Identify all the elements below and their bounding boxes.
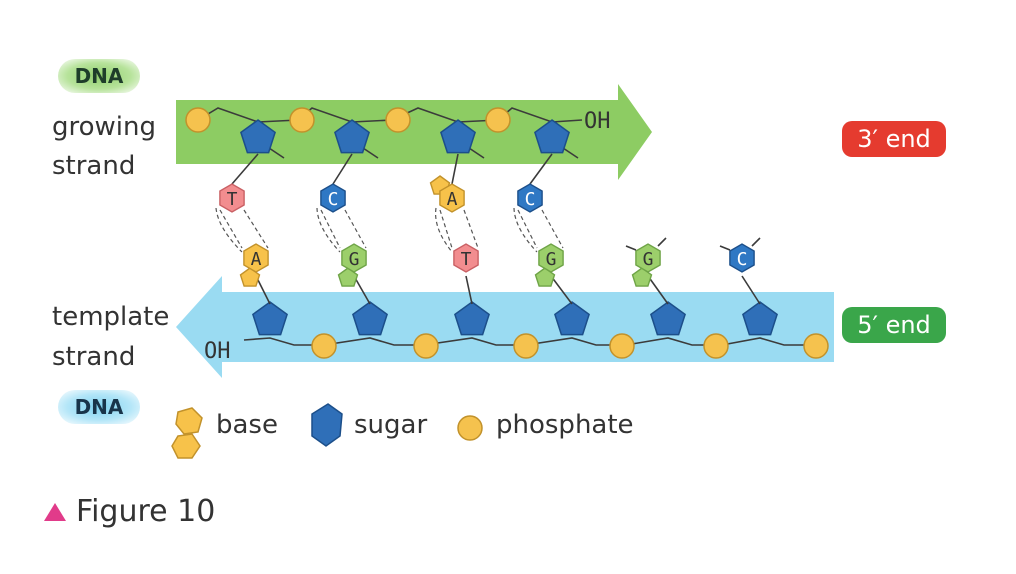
sugar-5 bbox=[252, 301, 288, 336]
hydrogen-bond bbox=[215, 207, 269, 253]
base-bond bbox=[451, 153, 459, 185]
template-base-letter: G bbox=[349, 249, 360, 270]
oh-label-bottom: OH bbox=[204, 339, 231, 364]
base-ring bbox=[631, 267, 653, 287]
template-base-2 bbox=[341, 243, 367, 273]
phosphate-3 bbox=[385, 107, 411, 133]
template-strand-band bbox=[176, 276, 834, 378]
phosphate-10 bbox=[803, 333, 829, 359]
template-base-letter: G bbox=[546, 249, 557, 270]
phosphate-7 bbox=[513, 333, 539, 359]
phosphate-5 bbox=[311, 333, 337, 359]
growing-strand-band bbox=[176, 84, 652, 180]
growing-base-letter: T bbox=[227, 189, 238, 210]
oh-label-top: OH bbox=[584, 109, 611, 134]
three-prime-end-badge: 3′ end bbox=[842, 121, 946, 157]
phosphate-2 bbox=[289, 107, 315, 133]
template-label-line2: strand bbox=[52, 342, 136, 372]
base-ring bbox=[534, 267, 556, 287]
phosphate-8 bbox=[609, 333, 635, 359]
base-pairs: A G T G G C T C A C bbox=[215, 153, 761, 305]
base-ring bbox=[239, 267, 261, 287]
template-base-1 bbox=[243, 243, 269, 273]
hydrogen-bond bbox=[316, 207, 367, 253]
growing-backbone bbox=[185, 107, 583, 159]
template-base-4 bbox=[538, 243, 564, 273]
legend-sugar-label: sugar bbox=[354, 410, 428, 440]
phosphate-4 bbox=[485, 107, 511, 133]
hydrogen-bond bbox=[434, 207, 479, 253]
legend-phosphate-label: phosphate bbox=[496, 410, 634, 440]
growing-base-3 bbox=[439, 183, 465, 213]
phosphate-1 bbox=[185, 107, 211, 133]
growing-base-letter: C bbox=[525, 189, 536, 210]
template-label-line1: template bbox=[52, 302, 170, 332]
sugar-legend-icon bbox=[311, 403, 343, 447]
five-prime-end-badge: 5′ end bbox=[842, 307, 946, 343]
sugar-1 bbox=[240, 119, 276, 154]
base-bond bbox=[231, 153, 259, 185]
sugar-7 bbox=[454, 301, 490, 336]
phosphate-6 bbox=[413, 333, 439, 359]
sugar-6 bbox=[352, 301, 388, 336]
template-base-3 bbox=[453, 243, 479, 273]
template-base-letter: A bbox=[251, 249, 262, 270]
legend-base-label: base bbox=[216, 410, 278, 440]
growing-base-2 bbox=[320, 183, 346, 213]
phosphate-legend-icon bbox=[457, 415, 483, 441]
base-bond bbox=[529, 153, 553, 185]
growing-base-1 bbox=[219, 183, 245, 213]
base-bond bbox=[332, 153, 353, 185]
figure-caption-text: Figure 10 bbox=[76, 494, 216, 529]
base-bond bbox=[465, 275, 473, 305]
sugar-2 bbox=[334, 119, 370, 154]
caption-triangle-icon bbox=[44, 502, 66, 521]
growing-base-4 bbox=[517, 183, 543, 213]
template-base-6 bbox=[729, 243, 755, 273]
base-bond bbox=[647, 275, 669, 305]
dna-top-pill: DNA bbox=[58, 59, 140, 93]
growing-label-line1: growing bbox=[52, 112, 156, 142]
base-substituent bbox=[625, 245, 637, 251]
phosphate-9 bbox=[703, 333, 729, 359]
growing-base-letter: A bbox=[447, 189, 458, 210]
template-backbone bbox=[243, 301, 829, 359]
sugar-8 bbox=[554, 301, 590, 336]
figure-caption: Figure 10 bbox=[44, 494, 215, 529]
base-substituent bbox=[751, 237, 761, 247]
base-bond bbox=[550, 275, 573, 305]
base-substituent bbox=[657, 237, 667, 247]
sugar-3 bbox=[440, 119, 476, 154]
hydrogen-bond bbox=[513, 207, 564, 253]
template-base-letter: G bbox=[643, 249, 654, 270]
template-base-letter: T bbox=[461, 249, 472, 270]
base-ring bbox=[337, 267, 359, 287]
growing-label-line2: strand bbox=[52, 151, 136, 181]
base-substituent bbox=[719, 245, 731, 251]
sugar-10 bbox=[742, 301, 778, 336]
sugar-4 bbox=[534, 119, 570, 154]
sugar-9 bbox=[650, 301, 686, 336]
template-base-letter: C bbox=[737, 249, 748, 270]
base-legend-icon bbox=[171, 407, 203, 459]
dna-bottom-pill: DNA bbox=[58, 390, 140, 424]
base-bond bbox=[353, 275, 371, 305]
base-bond bbox=[741, 275, 761, 305]
growing-base-letter: C bbox=[328, 189, 339, 210]
template-base-5 bbox=[635, 243, 661, 273]
